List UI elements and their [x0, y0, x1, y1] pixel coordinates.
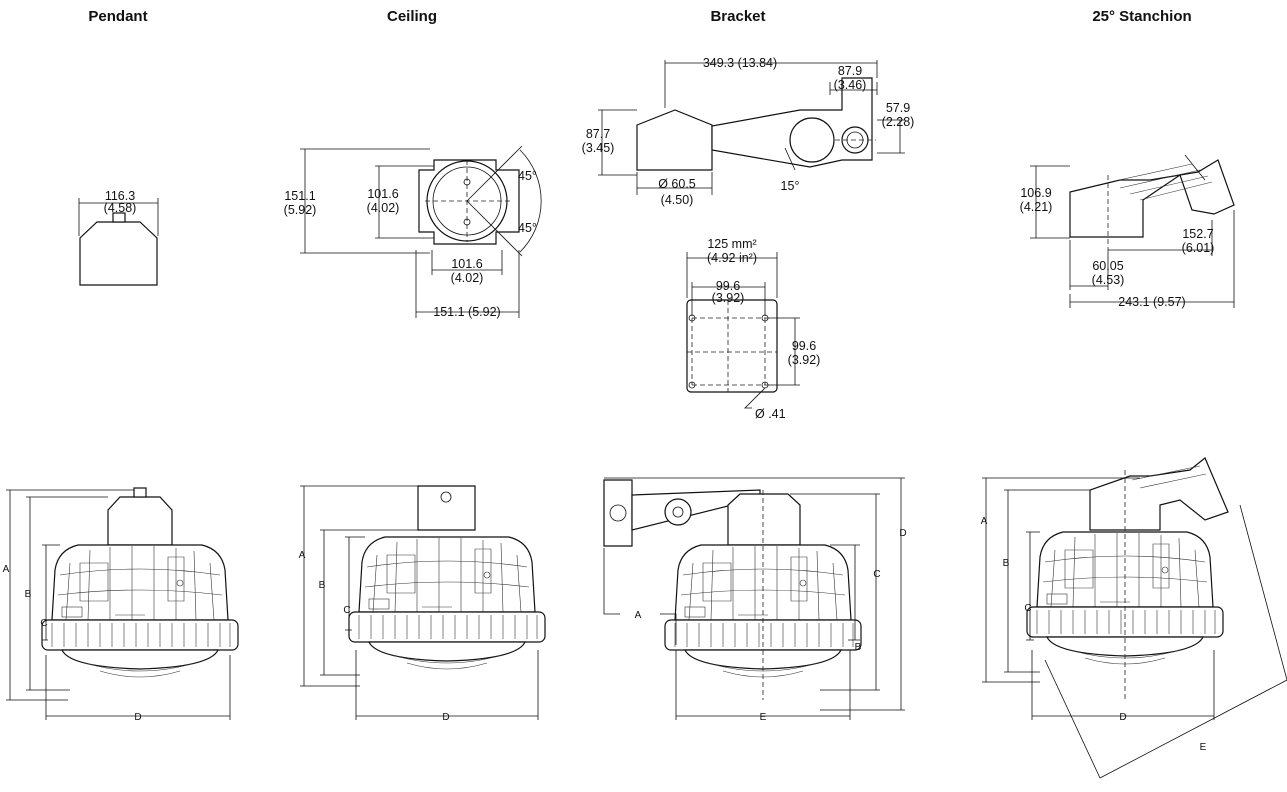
ceiling-height-mm: 151.1 — [284, 189, 315, 203]
pendant-label-d: D — [134, 712, 141, 723]
ceiling-label-d: D — [442, 712, 449, 723]
ceiling-height-in: (5.92) — [284, 203, 317, 217]
ceiling-label-c: C — [343, 605, 350, 616]
pendant-label-c: C — [40, 618, 47, 629]
stanchion-label-d: D — [1119, 712, 1126, 723]
bracket-width-mm: 87.9 — [838, 64, 862, 78]
plate-hspacing-in: (3.92) — [712, 291, 745, 305]
bracket-rise-in: (2.28) — [882, 115, 915, 129]
stanchion-height-in: (4.21) — [1020, 200, 1053, 214]
plate-area-mm: 125 mm² — [707, 237, 756, 251]
pendant-label-b: B — [25, 589, 32, 600]
stanchion-height-mm: 106.9 — [1020, 186, 1051, 200]
ceiling-bottom-in: (4.02) — [451, 271, 484, 285]
bracket-label-d: D — [899, 528, 906, 539]
ceiling-fixture: A B C D — [299, 485, 546, 723]
ceiling-bottom-mm: 101.6 — [451, 257, 482, 271]
ceiling-label-a: A — [299, 550, 306, 561]
pendant-label-a: A — [3, 564, 10, 575]
bracket-width-in: (3.46) — [834, 78, 867, 92]
mounting-plate: 125 mm² (4.92 in²) 99.6 (3.92) 99.6 (3.9… — [686, 237, 821, 421]
ceiling-top-view: 151.1 (5.92) 101.6 (4.02) 101.6 (4.02) 1… — [284, 145, 542, 319]
stanchion-label-c: C — [1024, 603, 1031, 614]
bracket-rise-mm: 57.9 — [886, 101, 910, 115]
plate-hole: Ø .41 — [755, 407, 786, 421]
stanchion-label-e: E — [1200, 742, 1207, 753]
pendant-fixture: A B C D — [3, 487, 239, 723]
stanchion-offset-mm: 60.05 — [1092, 259, 1123, 273]
ceiling-overall: 151.1 (5.92) — [433, 305, 500, 319]
pendant-width-in: (4.58) — [104, 201, 137, 215]
stanchion-label-a: A — [981, 516, 988, 527]
plate-area-in: (4.92 in²) — [707, 251, 757, 265]
pendant-width-mm: 116.3 — [105, 189, 135, 203]
stanchion-offset-in: (4.53) — [1092, 273, 1125, 287]
stanchion-label-b: B — [1003, 558, 1010, 569]
bracket-label-e: E — [760, 712, 767, 723]
stanchion-fixture: A B C D E — [981, 457, 1287, 779]
heading-ceiling: Ceiling — [386, 8, 438, 25]
ceiling-inner-mm: 101.6 — [367, 187, 398, 201]
bracket-top-view: 349.3 (13.84) 87.9 (3.46) 57.9 (2.28) 87… — [582, 56, 915, 207]
plate-vspacing-mm: 99.6 — [792, 339, 816, 353]
ceiling-label-b: B — [319, 580, 326, 591]
plate-vspacing-in: (3.92) — [788, 353, 821, 367]
bracket-diameter-in: (4.50) — [661, 193, 694, 207]
ceiling-angle-upper: 45° — [518, 169, 537, 183]
stanchion-arm-in: (6.01) — [1182, 241, 1215, 255]
ceiling-angle-lower: 45° — [518, 221, 537, 235]
bracket-length: 349.3 (13.84) — [703, 56, 777, 70]
stanchion-overall: 243.1 (9.57) — [1118, 295, 1185, 309]
bracket-label-c: C — [873, 569, 880, 580]
heading-bracket: Bracket — [710, 8, 766, 25]
bracket-angle: 15° — [781, 179, 800, 193]
stanchion-top-view: 106.9 (4.21) 152.7 (6.01) 60.05 (4.53) 2… — [1020, 154, 1235, 309]
heading-pendant: Pendant — [88, 8, 148, 25]
plate-hspacing-mm: 99.6 — [716, 279, 740, 293]
bracket-height-in: (3.45) — [582, 141, 615, 155]
bracket-height-mm: 87.7 — [586, 127, 610, 141]
bracket-label-b: B — [855, 642, 862, 653]
pendant-top-view: 116.3 (4.58) — [78, 189, 159, 286]
ceiling-inner-in: (4.02) — [367, 201, 400, 215]
bracket-label-a: A — [635, 610, 642, 621]
heading-stanchion: 25° Stanchion — [1092, 8, 1192, 25]
bracket-fixture: A B C D E — [603, 477, 907, 723]
stanchion-arm-mm: 152.7 — [1182, 227, 1213, 241]
bracket-diameter: Ø 60.5 — [658, 177, 696, 191]
